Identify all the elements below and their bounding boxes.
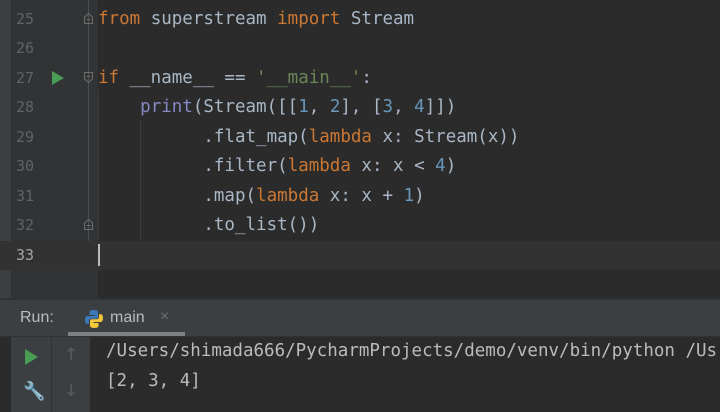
line-number: 25 (16, 9, 35, 28)
console-command-line: /Users/shimada666/PycharmProjects/demo/v… (106, 341, 718, 361)
code-token: 2 (329, 97, 341, 117)
code-text: print(Stream([[1, 2], [3, 4]]) (98, 93, 456, 123)
indent-guide (140, 120, 141, 240)
active-tab-indicator (68, 332, 185, 336)
code-token: lambda (287, 156, 351, 176)
wrench-icon[interactable]: 🔧 (23, 381, 46, 402)
code-token: .to_list()) (98, 215, 320, 235)
close-icon[interactable]: × (160, 308, 170, 325)
code-token: 4 (435, 156, 446, 176)
line-number: 31 (16, 186, 35, 205)
code-line[interactable]: 30 .filter(lambda x: x < 4) (0, 152, 720, 182)
run-toolbar: Run: main × (0, 300, 720, 337)
code-token: : (361, 67, 372, 88)
code-token: '__main__' (256, 67, 362, 88)
code-text: .flat_map(lambda x: Stream(x)) (98, 123, 519, 153)
code-line[interactable]: 29 .flat_map(lambda x: Stream(x)) (0, 123, 720, 153)
code-token: ) (414, 185, 425, 206)
line-number: 29 (16, 127, 35, 146)
line-number: 27 (16, 68, 35, 87)
code-line[interactable]: 31 .map(lambda x: x + 1) (0, 182, 720, 212)
code-token: (Stream([[ (192, 97, 299, 117)
code-token: x: x < (350, 156, 436, 176)
code-text: .to_list()) (98, 211, 319, 241)
run-tool-window: Run: main × 🔧 ↑ ↓ /Users/shimada666/Pych… (0, 300, 720, 412)
code-token: __name__ == (119, 67, 257, 88)
line-number: 30 (16, 157, 35, 175)
code-token: Stream (340, 8, 415, 29)
code-token: 3 (382, 97, 394, 117)
code-line[interactable]: 26 (0, 34, 720, 64)
line-number: 32 (16, 216, 35, 234)
arrow-up-icon[interactable]: ↑ (64, 345, 79, 365)
code-text: .map(lambda x: x + 1) (98, 182, 425, 212)
code-line[interactable]: 27 if __name__ == '__main__': (0, 64, 720, 94)
code-token: lambda (256, 185, 320, 206)
code-token: if (98, 67, 120, 88)
fold-start-icon[interactable] (84, 13, 93, 24)
run-label: Run: (20, 309, 54, 326)
code-line[interactable]: 32 .to_list()) (0, 211, 720, 241)
code-token: 1 (298, 97, 309, 117)
tab-main-label: main (110, 309, 145, 326)
console-output-line: [2, 3, 4] (106, 370, 201, 391)
code-token: x: Stream(x)) (371, 126, 520, 147)
code-line[interactable]: 28 print(Stream([[1, 2], [3, 4]]) (0, 93, 720, 123)
code-editor[interactable]: 25 from superstream import Stream 26 27 if _… (0, 0, 720, 300)
left-tool-strip (0, 0, 11, 300)
code-token: , (308, 97, 330, 117)
code-line[interactable]: 33 (0, 240, 720, 270)
code-text: if __name__ == '__main__': (98, 64, 372, 94)
code-token: x: x + (319, 185, 404, 206)
code-text: .filter(lambda x: x < 4) (98, 152, 456, 182)
rerun-icon[interactable] (25, 349, 38, 365)
code-token (98, 97, 140, 117)
line-number: 26 (16, 39, 35, 57)
code-token: from (98, 8, 141, 29)
code-token: ) (445, 156, 457, 176)
run-actions-toolbar: 🔧 (11, 337, 51, 412)
python-icon (85, 310, 103, 328)
tab-main[interactable]: main × (68, 300, 185, 336)
code-token: lambda (308, 126, 372, 147)
code-token: superstream (140, 8, 278, 29)
run-navigation-toolbar: ↑ ↓ (51, 337, 90, 412)
console-output[interactable]: /Users/shimada666/PycharmProjects/demo/v… (106, 337, 717, 396)
panel-divider[interactable] (0, 298, 720, 300)
code-token: print (140, 97, 193, 117)
code-token: , (393, 97, 415, 117)
text-caret (98, 244, 100, 266)
code-line[interactable]: 25 from superstream import Stream (0, 5, 720, 35)
line-number: 33 (16, 245, 35, 264)
code-token: ], [ (340, 97, 383, 117)
gutter-separator (88, 0, 89, 270)
fold-start-icon[interactable] (84, 72, 93, 83)
code-text: from superstream import Stream (98, 5, 414, 35)
code-token: import (277, 8, 341, 29)
run-gutter-icon[interactable] (52, 71, 64, 85)
indent-guide (98, 90, 99, 240)
code-token: 1 (403, 185, 415, 206)
code-token: 4 (414, 97, 425, 117)
code-token: .map( (98, 185, 257, 206)
line-number: 28 (16, 98, 35, 116)
code-token: ]]) (424, 97, 457, 117)
arrow-down-icon[interactable]: ↓ (64, 381, 79, 401)
code-token: .flat_map( (98, 126, 309, 147)
code-token: .filter( (98, 156, 288, 176)
fold-end-icon[interactable] (84, 219, 93, 230)
